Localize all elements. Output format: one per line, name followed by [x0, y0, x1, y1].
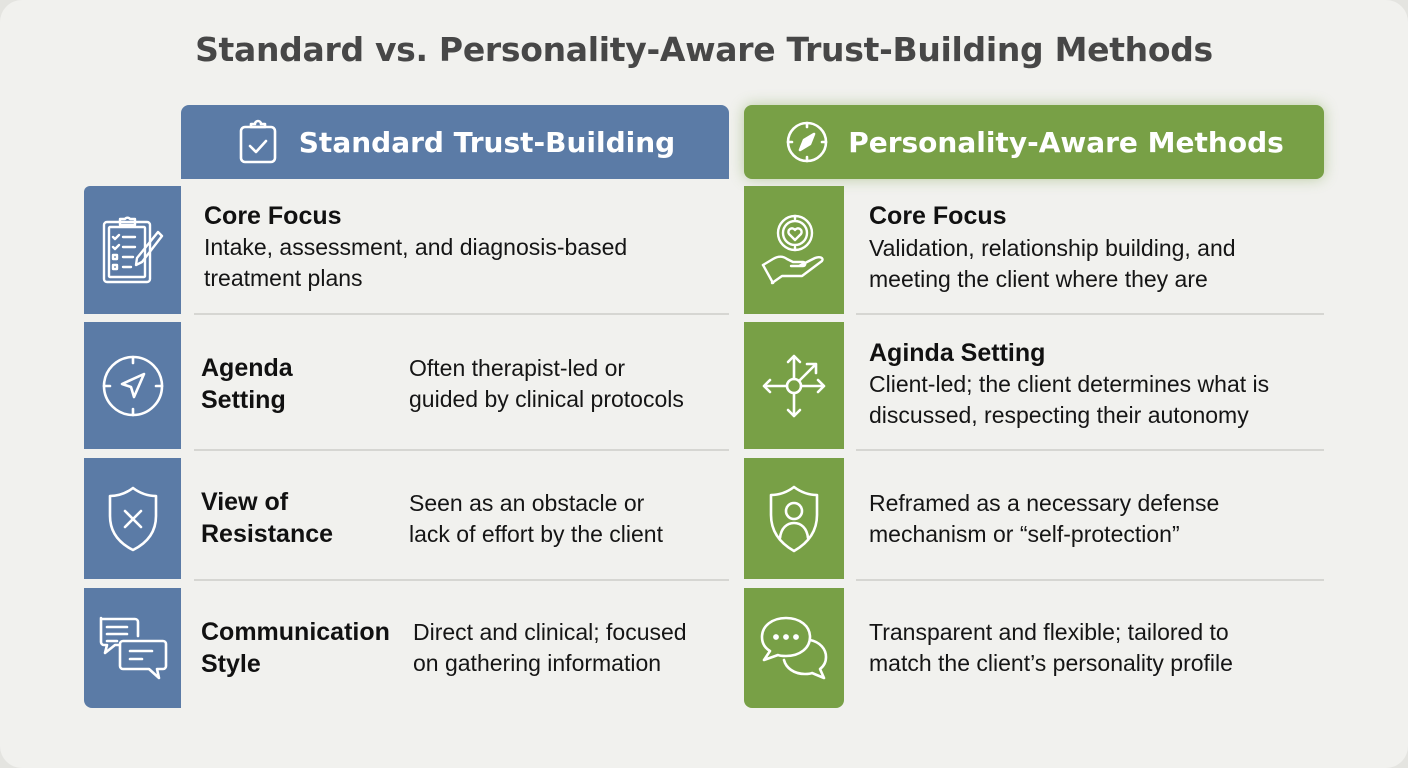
standard-core-focus-label: Core Focus: [204, 202, 342, 230]
row-divider: [194, 313, 729, 315]
clipboard-check-icon: [235, 119, 281, 165]
standard-column-header: Standard Trust-Building: [181, 105, 729, 179]
pa-communication-style-tile: [744, 588, 844, 708]
chat-dots-icon: [758, 614, 830, 682]
clipboard-checklist-pencil-icon: [100, 214, 166, 286]
standard-view-of-resistance-label: View of Resistance: [201, 488, 334, 548]
standard-core-focus-tile: [84, 186, 181, 314]
page-title: Standard vs. Personality-Aware Trust-Bui…: [195, 30, 1213, 69]
pa-view-of-resistance-tile: [744, 458, 844, 579]
row-divider: [856, 313, 1324, 315]
standard-agenda-setting-tile: [84, 322, 181, 449]
pa-core-focus-description: Validation, relationship building, and m…: [869, 235, 1236, 292]
standard-core-focus-description: Intake, assessment, and diagnosis-based …: [204, 234, 628, 291]
pa-communication-style-description: Transparent and flexible; tailored to ma…: [869, 619, 1233, 676]
arrows-out-icon: [758, 350, 830, 422]
shield-x-icon: [107, 484, 159, 554]
row-divider: [856, 579, 1324, 581]
row-divider: [194, 449, 729, 451]
standard-communication-style-description: Direct and clinical; focused on gatherin…: [413, 619, 687, 676]
standard-view-of-resistance-description: Seen as an obstacle or lack of effort by…: [409, 490, 663, 547]
shield-user-icon: [767, 483, 821, 555]
personality-aware-header-label: Personality-Aware Methods: [848, 125, 1284, 159]
pa-agenda-setting-label: Aginda Setting: [869, 339, 1046, 367]
personality-aware-column-header: Personality-Aware Methods: [744, 105, 1324, 179]
hand-heart-icon: [759, 213, 829, 287]
compass-navigation-icon: [100, 353, 166, 419]
pa-agenda-setting-description: Client-led; the client determines what i…: [869, 371, 1270, 428]
row-divider: [856, 449, 1324, 451]
standard-view-of-resistance-tile: [84, 458, 181, 579]
standard-agenda-setting-label: Agenda Setting: [201, 354, 293, 414]
pa-core-focus-tile: [744, 186, 844, 314]
pa-view-of-resistance-description: Reframed as a necessary defense mechanis…: [869, 490, 1220, 547]
compass-icon: [784, 119, 830, 165]
standard-agenda-setting-description: Often therapist-led or guided by clinica…: [409, 355, 684, 412]
pa-agenda-setting-tile: [744, 322, 844, 449]
standard-communication-style-tile: [84, 588, 181, 708]
chat-bubbles-icon: [97, 615, 169, 681]
standard-header-label: Standard Trust-Building: [298, 125, 676, 159]
row-divider: [194, 579, 729, 581]
standard-communication-style-label: Communication Style: [201, 618, 390, 678]
pa-core-focus-label: Core Focus: [869, 202, 1007, 230]
